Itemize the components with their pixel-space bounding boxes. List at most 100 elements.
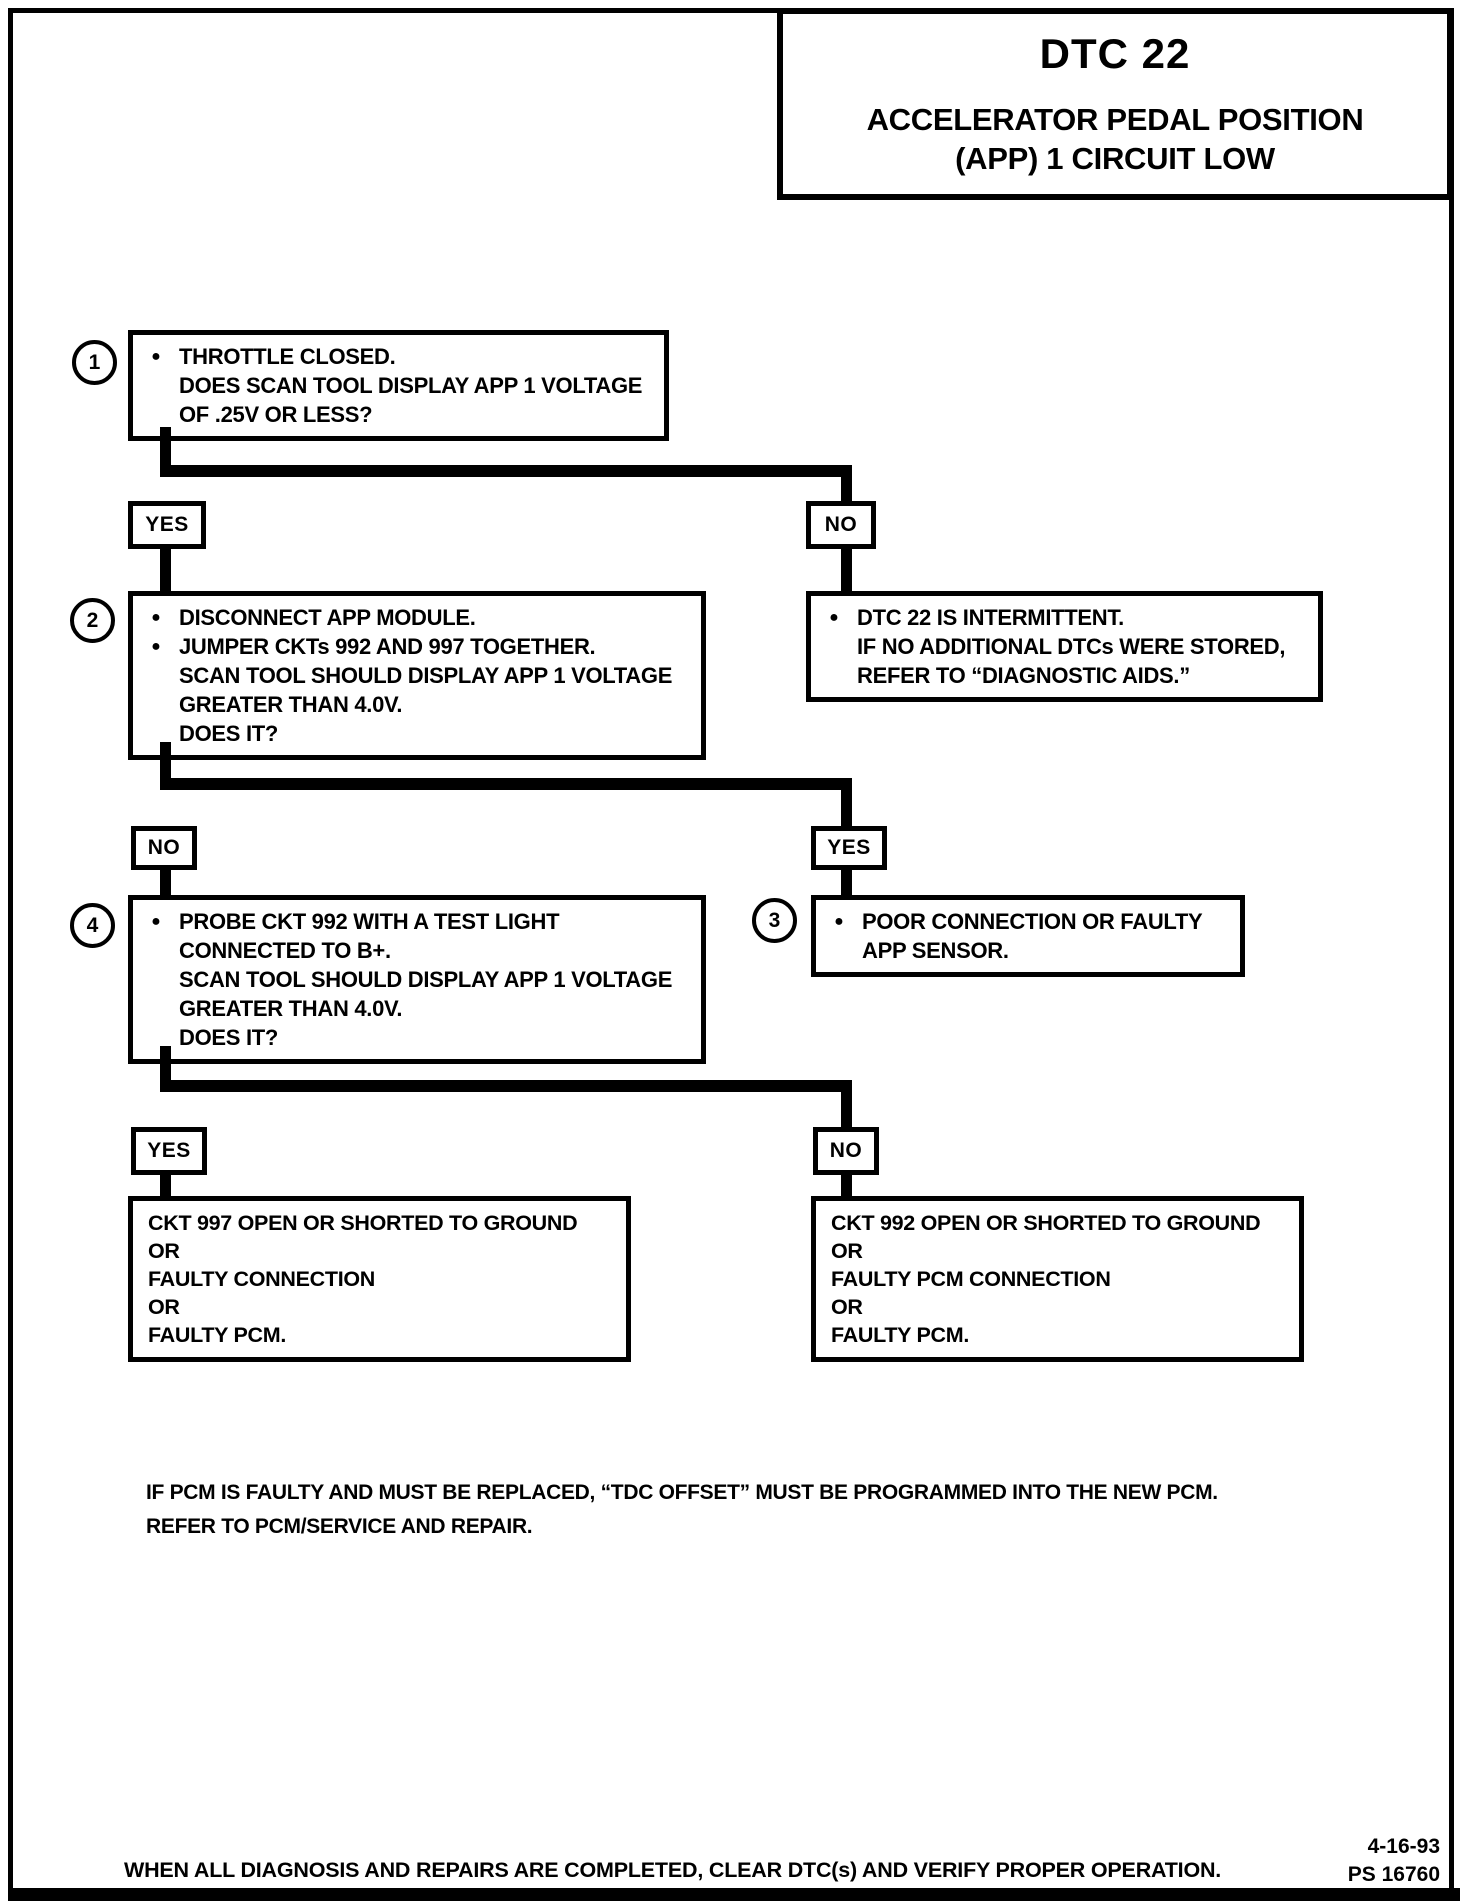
branch2-yes-box: YES	[811, 826, 887, 870]
title-box: DTC 22 ACCELERATOR PEDAL POSITION (APP) …	[777, 8, 1453, 200]
connector-line	[160, 465, 852, 477]
step4-text: SCAN TOOL SHOULD DISPLAY APP 1 VOLTAGE	[179, 967, 673, 992]
bullet-spacer	[133, 661, 179, 690]
page-bottom-rule	[8, 1888, 1460, 1901]
result-left-text: OR	[148, 1239, 180, 1263]
intermittent-line: ●DTC 22 IS INTERMITTENT.	[811, 603, 1310, 632]
step4-line: GREATER THAN 4.0V.	[133, 994, 693, 1023]
bullet-spacer	[811, 661, 857, 690]
pcm-note: IF PCM IS FAULTY AND MUST BE REPLACED, “…	[146, 1476, 1218, 1544]
step1-number: 1	[88, 350, 101, 374]
connector-line	[841, 549, 852, 592]
connector-line	[160, 742, 171, 790]
step4-text: CONNECTED TO B+.	[179, 938, 391, 963]
step2-line: ● JUMPER CKTs 992 AND 997 TOGETHER.	[133, 632, 693, 661]
page-border-frame	[8, 8, 1454, 1890]
title-subtitle-line1: ACCELERATOR PEDAL POSITION	[866, 102, 1364, 137]
result-left-line: CKT 997 OPEN OR SHORTED TO GROUND	[148, 1209, 618, 1237]
completion-instruction: WHEN ALL DIAGNOSIS AND REPAIRS ARE COMPL…	[124, 1858, 1222, 1882]
branch2-no-label: NO	[147, 836, 181, 859]
step2-text: DOES IT?	[179, 721, 279, 746]
connector-line	[160, 1175, 171, 1196]
branch3-no-box: NO	[813, 1127, 879, 1175]
bullet-spacer	[133, 371, 179, 400]
step4-text: GREATER THAN 4.0V.	[179, 996, 403, 1021]
connector-line	[160, 1080, 852, 1092]
step1-text: THROTTLE CLOSED.	[179, 344, 396, 369]
result-left-line: OR	[148, 1293, 618, 1321]
step1-number-badge: 1	[72, 340, 117, 385]
bullet-spacer	[133, 690, 179, 719]
step1-line: DOES SCAN TOOL DISPLAY APP 1 VOLTAGE	[133, 371, 656, 400]
result-left-text: FAULTY PCM.	[148, 1323, 287, 1347]
result-right-line: FAULTY PCM CONNECTION	[831, 1265, 1291, 1293]
step4-line: CONNECTED TO B+.	[133, 936, 693, 965]
bullet-spacer	[133, 1023, 179, 1052]
bullet-spacer	[133, 994, 179, 1023]
branch2-yes-label: YES	[827, 836, 871, 859]
step1-line: ● THROTTLE CLOSED.	[133, 342, 656, 371]
connector-line	[160, 549, 171, 592]
step2-text: DISCONNECT APP MODULE.	[179, 605, 476, 630]
branch1-no-label: NO	[824, 513, 858, 536]
intermittent-line: REFER TO “DIAGNOSTIC AIDS.”	[811, 661, 1310, 690]
pcm-note-line2: REFER TO PCM/SERVICE AND REPAIR.	[146, 1515, 533, 1538]
bullet-spacer	[133, 719, 179, 748]
connector-line	[841, 1080, 852, 1127]
doc-number: PS 16760	[1347, 1863, 1440, 1886]
revision-block: 4-16-93 PS 16760	[1280, 1833, 1440, 1889]
page-title: ACCELERATOR PEDAL POSITION (APP) 1 CIRCU…	[783, 100, 1447, 178]
result-right-text: OR	[831, 1239, 863, 1263]
connector-line	[160, 870, 171, 895]
step3-line: ●POOR CONNECTION OR FAULTY	[816, 907, 1232, 936]
step4-line: DOES IT?	[133, 1023, 693, 1052]
step4-box: ●PROBE CKT 992 WITH A TEST LIGHT CONNECT…	[128, 895, 706, 1064]
bullet-icon: ●	[151, 638, 161, 655]
step2-text: GREATER THAN 4.0V.	[179, 692, 403, 717]
bullet-spacer	[811, 632, 857, 661]
step3-box: ●POOR CONNECTION OR FAULTY APP SENSOR.	[811, 895, 1245, 977]
step3-line: APP SENSOR.	[816, 936, 1232, 965]
revision-date: 4-16-93	[1367, 1835, 1440, 1858]
connector-line	[160, 778, 852, 790]
result-right-line: FAULTY PCM.	[831, 1321, 1291, 1349]
result-left-text: FAULTY CONNECTION	[148, 1267, 376, 1291]
result-right-line: CKT 992 OPEN OR SHORTED TO GROUND	[831, 1209, 1291, 1237]
branch3-yes-label: YES	[147, 1139, 191, 1162]
branch3-yes-box: YES	[131, 1127, 207, 1175]
intermittent-text: REFER TO “DIAGNOSTIC AIDS.”	[857, 663, 1190, 688]
step3-text: POOR CONNECTION OR FAULTY	[862, 909, 1203, 934]
intermittent-line: IF NO ADDITIONAL DTCs WERE STORED,	[811, 632, 1310, 661]
branch1-yes-label: YES	[145, 513, 189, 536]
step4-number: 4	[86, 913, 99, 937]
step2-line: GREATER THAN 4.0V.	[133, 690, 693, 719]
step2-text: SCAN TOOL SHOULD DISPLAY APP 1 VOLTAGE	[179, 663, 673, 688]
result-left-line: FAULTY CONNECTION	[148, 1265, 618, 1293]
step2-text: JUMPER CKTs 992 AND 997 TOGETHER.	[179, 634, 596, 659]
step2-number: 2	[86, 608, 99, 632]
result-right-line: OR	[831, 1293, 1291, 1321]
result-left-line: OR	[148, 1237, 618, 1265]
step3-number: 3	[768, 908, 781, 932]
connector-line	[841, 465, 852, 502]
branch1-yes-box: YES	[128, 501, 206, 549]
step1-box: ● THROTTLE CLOSED. DOES SCAN TOOL DISPLAY…	[128, 330, 669, 441]
result-left-line: FAULTY PCM.	[148, 1321, 618, 1349]
step2-line: DOES IT?	[133, 719, 693, 748]
step1-text: OF .25V OR LESS?	[179, 402, 373, 427]
step3-number-badge: 3	[752, 898, 797, 943]
step2-box: ● DISCONNECT APP MODULE. ● JUMPER CKTs 992…	[128, 591, 706, 760]
result-right-text: CKT 992 OPEN OR SHORTED TO GROUND	[831, 1211, 1261, 1235]
title-subtitle-line2: (APP) 1 CIRCUIT LOW	[955, 141, 1275, 176]
bullet-icon: ●	[151, 913, 161, 930]
step4-text: DOES IT?	[179, 1025, 279, 1050]
result-left-box: CKT 997 OPEN OR SHORTED TO GROUND OR FAU…	[128, 1196, 631, 1362]
step2-line: ● DISCONNECT APP MODULE.	[133, 603, 693, 632]
bullet-spacer	[133, 936, 179, 965]
result-right-text: FAULTY PCM.	[831, 1323, 970, 1347]
bullet-spacer	[133, 400, 179, 429]
step1-text: DOES SCAN TOOL DISPLAY APP 1 VOLTAGE	[179, 373, 643, 398]
bullet-icon: ●	[151, 609, 161, 626]
result-left-text: CKT 997 OPEN OR SHORTED TO GROUND	[148, 1211, 578, 1235]
bullet-icon: ●	[151, 348, 161, 365]
